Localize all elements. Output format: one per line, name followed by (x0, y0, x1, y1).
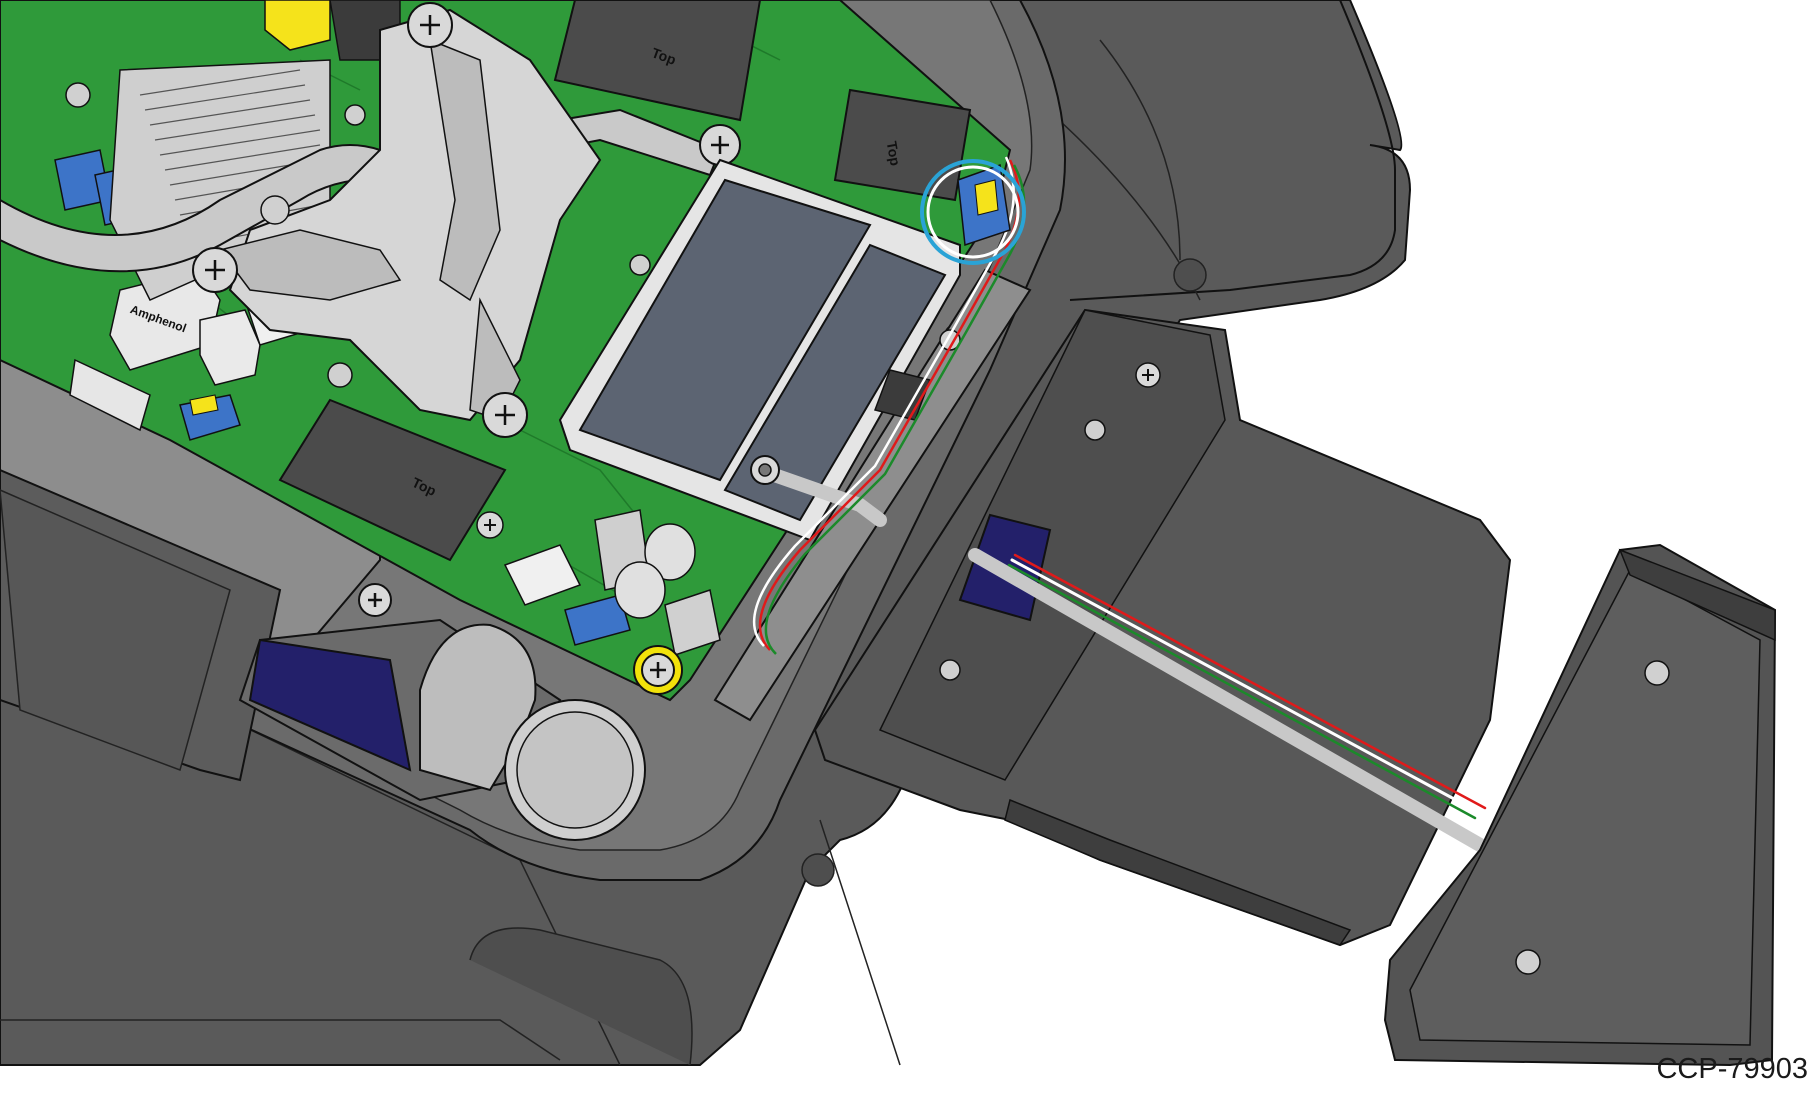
cover-plate-lip (1004, 798, 1352, 946)
coin-cell-face (516, 711, 634, 829)
chip-top-right: Top (833, 88, 972, 202)
cover-plate-posts (939, 419, 1106, 681)
highlight-callout-circle (920, 159, 1026, 265)
battery-holder (419, 623, 537, 792)
heatsink-screw-3 (192, 247, 238, 293)
white-connector-lower (503, 544, 582, 606)
ground-cable (753, 463, 887, 527)
end-cap-edge (1618, 548, 1776, 642)
ground-ring-hole (758, 463, 772, 477)
yellow-component-top (264, 0, 331, 51)
small-connector-right (664, 589, 721, 656)
bracket-screw (358, 583, 392, 617)
blue-connector-lower (564, 594, 631, 646)
usb-port (69, 358, 151, 432)
cover-plate (813, 308, 1512, 947)
capacitor-2 (614, 561, 666, 619)
chip-top-label-2: Top (884, 140, 904, 167)
ram-module-2 (723, 243, 947, 522)
cover-plate-flange (878, 309, 1226, 781)
navy-bracket (248, 638, 412, 772)
cover-plate-screw (1135, 362, 1161, 388)
highlight-callout-circle-inner (926, 165, 1020, 259)
chip-top-label-1: Top (650, 44, 679, 67)
standoffs (65, 82, 966, 388)
heatsink-screw-4 (482, 392, 528, 438)
chip-top-lower: Top (278, 398, 507, 562)
end-cap-holes (1515, 660, 1670, 975)
end-cap-face (1409, 568, 1761, 1046)
figure-id-label: CCP-79903 (1656, 1053, 1808, 1085)
pcb-screw-lower (476, 511, 504, 539)
exit-cable (968, 548, 1487, 852)
left-lower-panel (0, 489, 231, 771)
housing-boss-1 (1173, 258, 1207, 292)
housing-seam-6 (469, 927, 693, 1066)
housing-seam-3 (0, 1019, 561, 1061)
housing-seam-5 (819, 819, 901, 1066)
highlighted-pcb-screw (633, 645, 683, 695)
chip-top-upper: Top (553, 0, 762, 122)
heat-spreader-arm-1 (218, 229, 402, 301)
heat-spreader-arm-2 (429, 38, 501, 302)
housing-corner (760, 0, 1396, 301)
ram-module-1 (578, 178, 872, 482)
cable-channel (713, 268, 1032, 722)
capacitor-1 (644, 523, 696, 581)
heat-spreader (228, 8, 602, 422)
housing-seam-2 (1099, 39, 1181, 261)
heatsink-screw-1 (407, 2, 453, 48)
housing-boss-2 (801, 853, 835, 887)
